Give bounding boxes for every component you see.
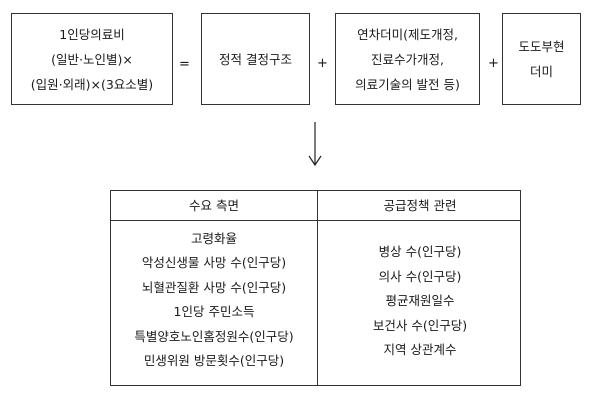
box-text-line: (일반·노인별)× <box>51 51 133 67</box>
static-structure-box: 정적 결정구조 <box>201 13 310 105</box>
demand-item: 특별양호노인홈정원수(인구당) <box>134 328 294 344</box>
supply-item: 지역 상관계수 <box>383 342 457 358</box>
box-text-line: (입원·외래)×(3요소별) <box>30 76 154 92</box>
box-text-line: 의료기술의 발전 등) <box>355 76 460 92</box>
box-text-line: 연차더미(제도개정, <box>357 26 458 42</box>
equals-sign: = <box>179 57 190 72</box>
demand-item: 민생위원 방문횟수(인구당) <box>143 353 285 369</box>
plus-sign-1: + <box>317 56 328 71</box>
down-arrow-icon <box>308 122 322 167</box>
supply-item: 병상 수(인구당) <box>378 244 462 259</box>
column-divider <box>317 191 318 385</box>
box-text-line: 진료수가개정, <box>371 51 444 67</box>
demand-header: 수요 측면 <box>189 198 239 213</box>
supply-header: 공급정책 관련 <box>383 198 457 213</box>
box-text-line: 더미 <box>529 64 553 79</box>
demand-item: 고령화율 <box>190 231 237 246</box>
cost-per-person-box: 1인당의료비 (일반·노인별)× (입원·외래)×(3요소별) <box>11 13 173 105</box>
demand-item: 악성신생물 사망 수(인구당) <box>141 255 287 271</box>
supply-item: 의사 수(인구당) <box>378 268 462 284</box>
box-text-line: 1인당의료비 <box>59 26 125 42</box>
year-dummy-box: 연차더미(제도개정, 진료수가개정, 의료기술의 발전 등) <box>335 13 480 105</box>
supply-item: 평균재원일수 <box>385 293 455 309</box>
box-text-line: 정적 결정구조 <box>219 51 292 67</box>
box-text-line: 도도부현 <box>518 39 565 54</box>
supply-item: 보건사 수(인구당) <box>372 317 468 333</box>
plus-sign-2: + <box>488 56 499 71</box>
header-divider <box>111 220 520 221</box>
demand-item: 1인당 주민소득 <box>173 304 255 320</box>
demand-item: 뇌혈관질환 사망 수(인구당) <box>141 279 287 295</box>
